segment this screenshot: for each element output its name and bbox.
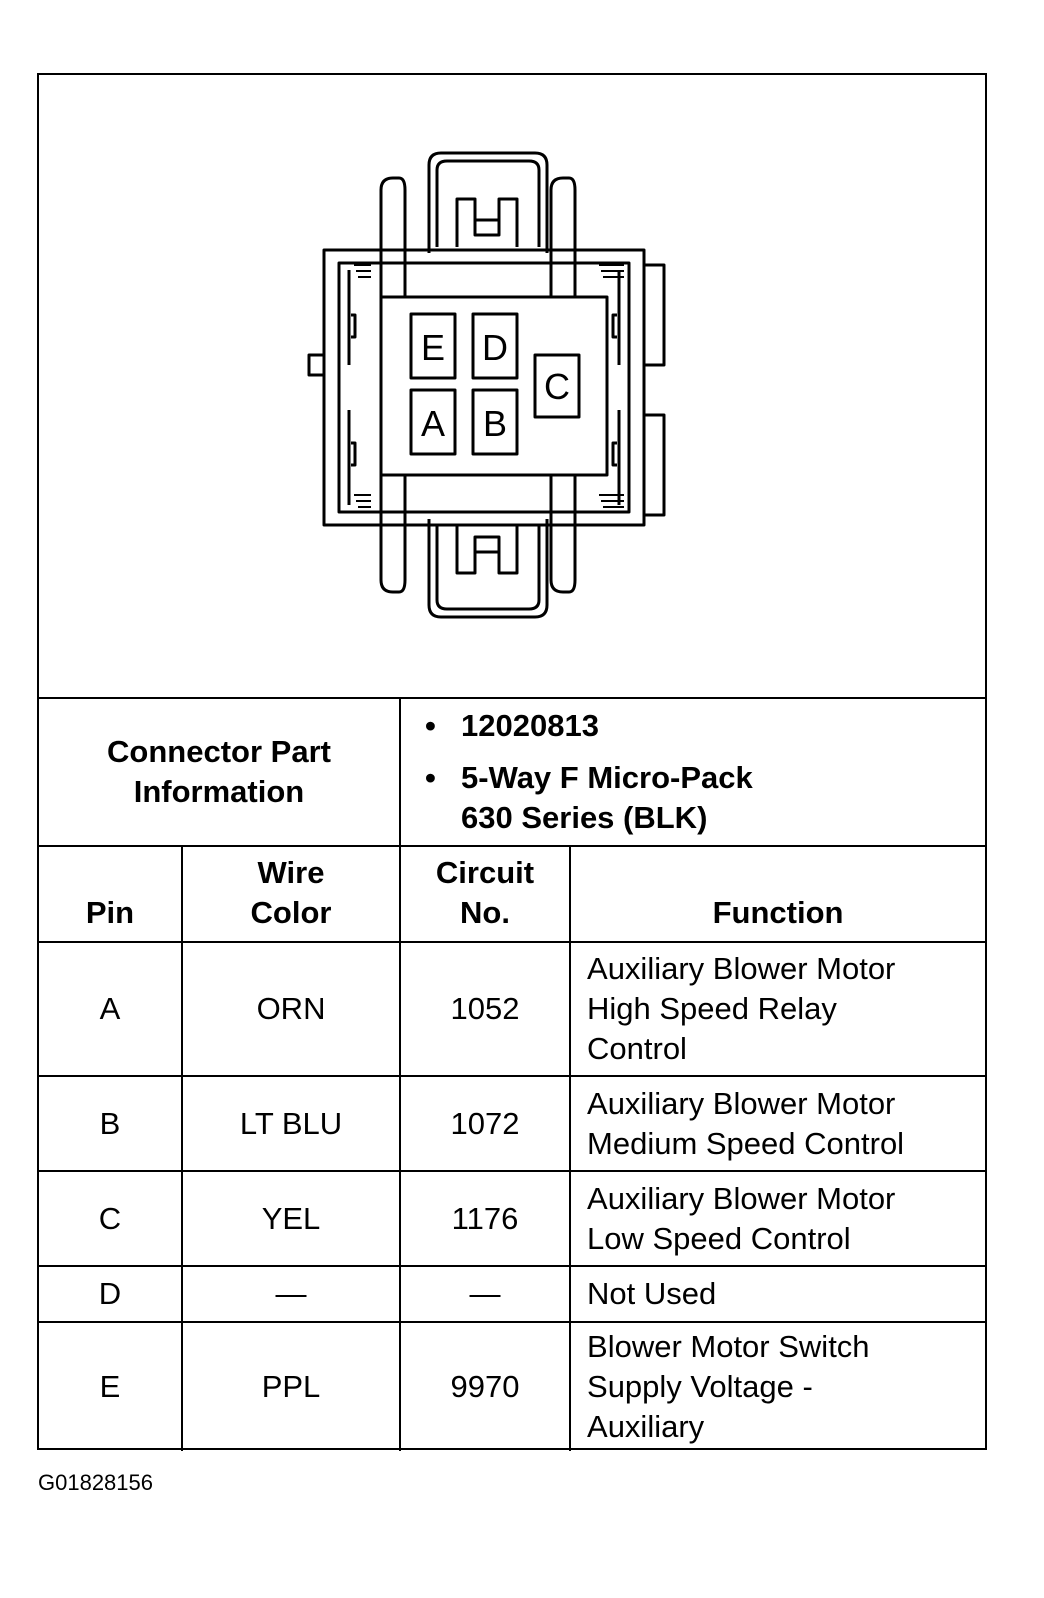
pin-label-d: D bbox=[482, 327, 508, 368]
function-cell: Not Used bbox=[569, 1265, 986, 1323]
function-line: Blower Motor Switch bbox=[587, 1329, 870, 1364]
wire-color-cell: YEL bbox=[180, 1170, 402, 1267]
description-line1: 5-Way F Micro-Pack bbox=[461, 760, 753, 795]
info-label-line1: Connector Part bbox=[107, 734, 331, 769]
info-label-line2: Information bbox=[133, 774, 305, 809]
connector-diagram: E D C A B bbox=[39, 75, 985, 697]
table-row: A ORN 1052 Auxiliary Blower Motor High S… bbox=[39, 941, 986, 1077]
connector-face-drawing: E D C A B bbox=[307, 151, 666, 619]
circuit-cell: — bbox=[399, 1265, 572, 1323]
pin-cell: E bbox=[39, 1321, 183, 1451]
circuit-cell: 9970 bbox=[399, 1321, 572, 1451]
figure-id: G01828156 bbox=[38, 1470, 153, 1495]
bullet-icon: • bbox=[425, 760, 436, 795]
pin-cell: D bbox=[39, 1265, 183, 1323]
function-line: Auxiliary bbox=[587, 1409, 705, 1444]
wire-color-cell: LT BLU bbox=[180, 1075, 402, 1172]
circuit-cell: 1176 bbox=[399, 1170, 572, 1267]
pin-label-a: A bbox=[421, 403, 445, 444]
header-wire-color: Wire Color bbox=[180, 845, 402, 943]
header-circuit-line1: Circuit bbox=[435, 855, 535, 890]
function-cell: Auxiliary Blower Motor Low Speed Control bbox=[569, 1170, 986, 1267]
header-wire-line2: Color bbox=[250, 895, 332, 930]
pin-label-c: C bbox=[544, 366, 570, 407]
function-line: Medium Speed Control bbox=[587, 1125, 905, 1161]
table-row: B LT BLU 1072 Auxiliary Blower Motor Med… bbox=[39, 1075, 986, 1172]
part-number: 12020813 bbox=[461, 708, 599, 743]
table-row: D — — Not Used bbox=[39, 1265, 986, 1323]
function-line: Supply Voltage - bbox=[587, 1369, 813, 1404]
function-line: Auxiliary Blower Motor bbox=[587, 1180, 896, 1216]
header-function: Function bbox=[569, 845, 986, 943]
function-cell: Auxiliary Blower Motor High Speed Relay … bbox=[569, 941, 986, 1077]
header-circuit-no: Circuit No. bbox=[399, 845, 572, 943]
function-cell: Blower Motor Switch Supply Voltage - Aux… bbox=[569, 1321, 986, 1451]
function-line: Control bbox=[587, 1031, 687, 1066]
pinout-table: Connector Part Information • 12020813 • … bbox=[39, 697, 986, 1451]
bullet-icon: • bbox=[425, 708, 436, 743]
wire-color-cell: ORN bbox=[180, 941, 402, 1077]
pin-label-e: E bbox=[421, 327, 445, 368]
header-row: Pin Wire Color Circuit No. Function bbox=[39, 845, 986, 943]
header-pin: Pin bbox=[39, 845, 183, 943]
function-line: Not Used bbox=[587, 1276, 717, 1311]
function-cell: Auxiliary Blower Motor Medium Speed Cont… bbox=[569, 1075, 986, 1172]
function-line: Low Speed Control bbox=[587, 1220, 851, 1256]
header-wire-line1: Wire bbox=[257, 855, 325, 890]
table-row: C YEL 1176 Auxiliary Blower Motor Low Sp… bbox=[39, 1170, 986, 1267]
circuit-cell: 1052 bbox=[399, 941, 572, 1077]
description-item: • 5-Way F Micro-Pack bbox=[425, 758, 985, 798]
pin-cell: C bbox=[39, 1170, 183, 1267]
figure-frame: E D C A B Connector Part Information • 1… bbox=[37, 73, 987, 1451]
circuit-cell: 1072 bbox=[399, 1075, 572, 1172]
function-line: High Speed Relay bbox=[587, 991, 837, 1026]
connector-info-details: • 12020813 • 5-Way F Micro-Pack 630 Seri… bbox=[399, 697, 986, 847]
part-number-item: • 12020813 bbox=[425, 706, 985, 746]
description-line2: 630 Series (BLK) bbox=[461, 800, 708, 835]
pin-label-b: B bbox=[483, 403, 507, 444]
function-line: Auxiliary Blower Motor bbox=[587, 1085, 896, 1121]
header-circuit-line2: No. bbox=[460, 895, 510, 930]
function-line: Auxiliary Blower Motor bbox=[587, 951, 896, 986]
pin-cell: B bbox=[39, 1075, 183, 1172]
wire-color-cell: PPL bbox=[180, 1321, 402, 1451]
wire-color-cell: — bbox=[180, 1265, 402, 1323]
connector-info-label: Connector Part Information bbox=[39, 697, 402, 847]
connector-info-row: Connector Part Information • 12020813 • … bbox=[39, 697, 986, 847]
table-row: E PPL 9970 Blower Motor Switch Supply Vo… bbox=[39, 1321, 986, 1451]
pin-cell: A bbox=[39, 941, 183, 1077]
